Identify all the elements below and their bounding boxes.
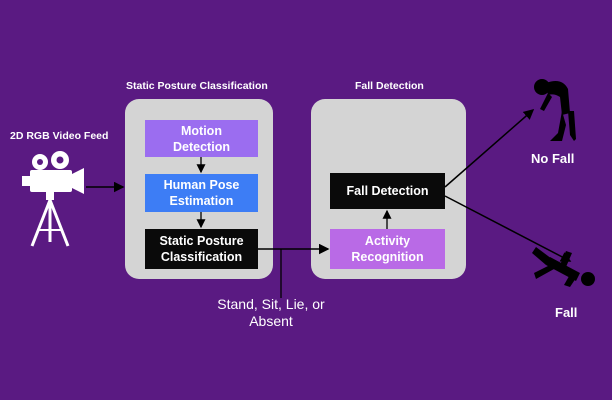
human-pose-estimation-box: Human Pose Estimation xyxy=(145,174,258,212)
static-posture-classification-box: Static Posture Classification xyxy=(145,229,258,269)
fall-label: Fall xyxy=(555,305,578,320)
motion-detection-box: Motion Detection xyxy=(145,120,258,157)
motion-detection-label: Motion Detection xyxy=(173,123,230,154)
posture-output-label: Stand, Sit, Lie, or Absent xyxy=(217,296,325,329)
activity-recognition-box: Activity Recognition xyxy=(330,229,445,269)
fall-detection-label: Fall Detection xyxy=(346,184,429,198)
fall-detection-section-label: Fall Detection xyxy=(355,80,424,92)
static-posture-section-label: Static Posture Classification xyxy=(126,80,268,92)
to-no-fall-arrow xyxy=(444,109,535,188)
fall-detection-box: Fall Detection xyxy=(330,173,445,209)
video-camera-on-tripod-icon xyxy=(22,151,84,247)
to-fall-arrow xyxy=(444,195,572,262)
no-fall-label: No Fall xyxy=(531,151,575,166)
activity-recognition-label: Activity Recognition xyxy=(351,234,424,264)
human-pose-estimation-label: Human Pose Estimation xyxy=(163,178,240,208)
falling-person-icon xyxy=(532,247,595,287)
standing-hunched-person-icon xyxy=(534,79,576,141)
video-feed-label: 2D RGB Video Feed xyxy=(10,130,109,142)
static-posture-classification-label: Static Posture Classification xyxy=(159,234,244,264)
